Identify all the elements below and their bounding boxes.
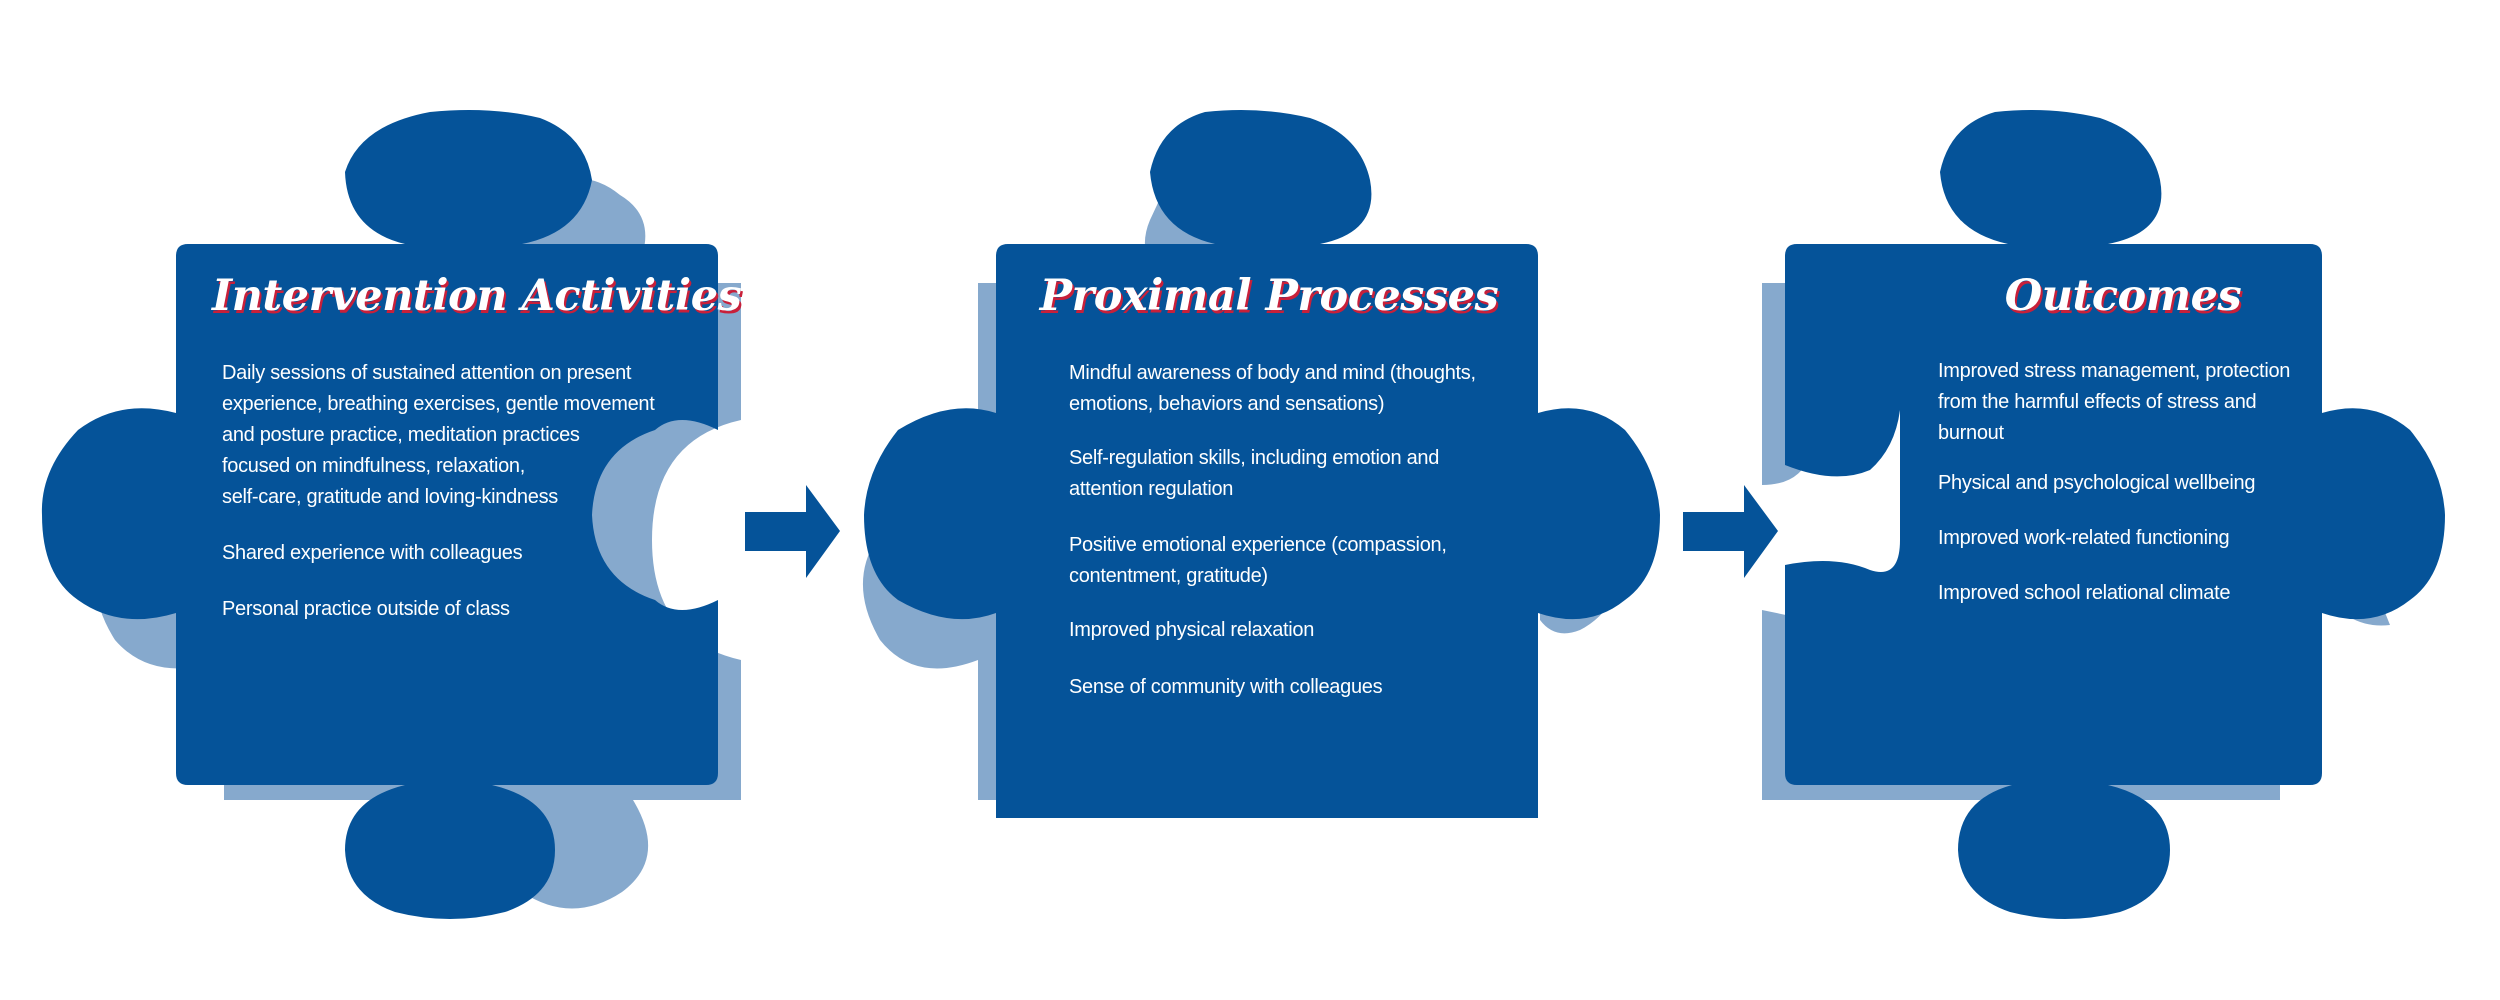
panel-item: Positive emotional experience (compassio…: [1069, 530, 1447, 592]
panel-item: Improved work-related functioning: [1938, 523, 2229, 554]
panel-title: Proximal Processes: [1039, 268, 1499, 324]
panel-title: Outcomes: [1928, 268, 2318, 324]
panel-item: Improved school relational climate: [1938, 578, 2230, 609]
panel-item: Mindful awareness of body and mind (thou…: [1069, 358, 1476, 420]
panel-item: Sense of community with colleagues: [1069, 672, 1382, 703]
piece-outcomes: [1762, 110, 2445, 919]
panel-item: Improved physical relaxation: [1069, 615, 1314, 646]
panel-title: Intervention Activities: [212, 268, 692, 324]
panel-item: Improved stress management, protection f…: [1938, 356, 2290, 449]
piece-intervention-activities: [42, 110, 741, 919]
panel-item: Personal practice outside of class: [222, 594, 510, 625]
panel-item: Physical and psychological wellbeing: [1938, 468, 2255, 499]
arrow-activities-to-processes: [745, 485, 840, 578]
panel-item: Self-regulation skills, including emotio…: [1069, 443, 1439, 505]
panel-item: Daily sessions of sustained attention on…: [222, 358, 655, 513]
panel-item: Shared experience with colleagues: [222, 538, 522, 569]
arrow-processes-to-outcomes: [1683, 485, 1778, 578]
